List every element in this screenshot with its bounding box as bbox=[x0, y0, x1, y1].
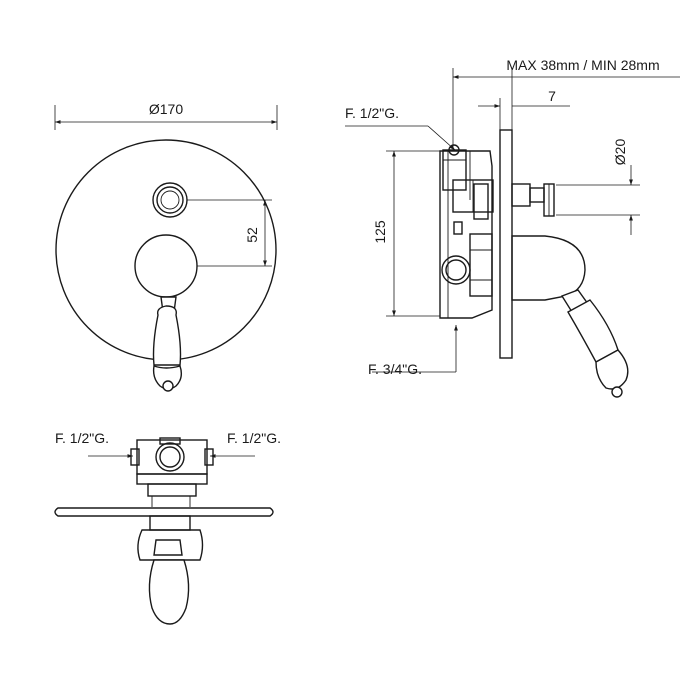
right-inlet-label: F. 1/2"G. bbox=[227, 430, 281, 446]
lever-top bbox=[137, 515, 204, 625]
plate-label: 7 bbox=[548, 88, 556, 104]
valve-body bbox=[439, 144, 494, 319]
left-inlet-label: F. 1/2"G. bbox=[55, 430, 109, 446]
diverter-button bbox=[152, 182, 188, 218]
diameter-label: Ø170 bbox=[149, 101, 183, 117]
cover-plate-top bbox=[54, 507, 274, 517]
front-view: Ø170 52 bbox=[54, 101, 278, 392]
top-inlet-label: F. 1/2"G. bbox=[345, 105, 399, 121]
valve-body-top bbox=[130, 437, 214, 507]
diverter-stem bbox=[511, 183, 555, 217]
lever-handle bbox=[152, 296, 183, 392]
spout-label: Ø20 bbox=[612, 139, 628, 166]
lever-base bbox=[134, 234, 198, 298]
bottom-outlet-label: F. 3/4"G. bbox=[368, 361, 422, 377]
depth-label: MAX 38mm / MIN 28mm bbox=[506, 57, 659, 73]
cover-plate-side bbox=[499, 129, 513, 359]
lever-side bbox=[511, 235, 629, 398]
side-view: MAX 38mm / MIN 28mm 7 F. 1/2"G. 125 bbox=[345, 57, 680, 398]
height-label: 125 bbox=[372, 220, 388, 244]
top-view: F. 1/2"G. F. 1/2"G. bbox=[54, 430, 281, 625]
offset-label: 52 bbox=[244, 227, 260, 243]
